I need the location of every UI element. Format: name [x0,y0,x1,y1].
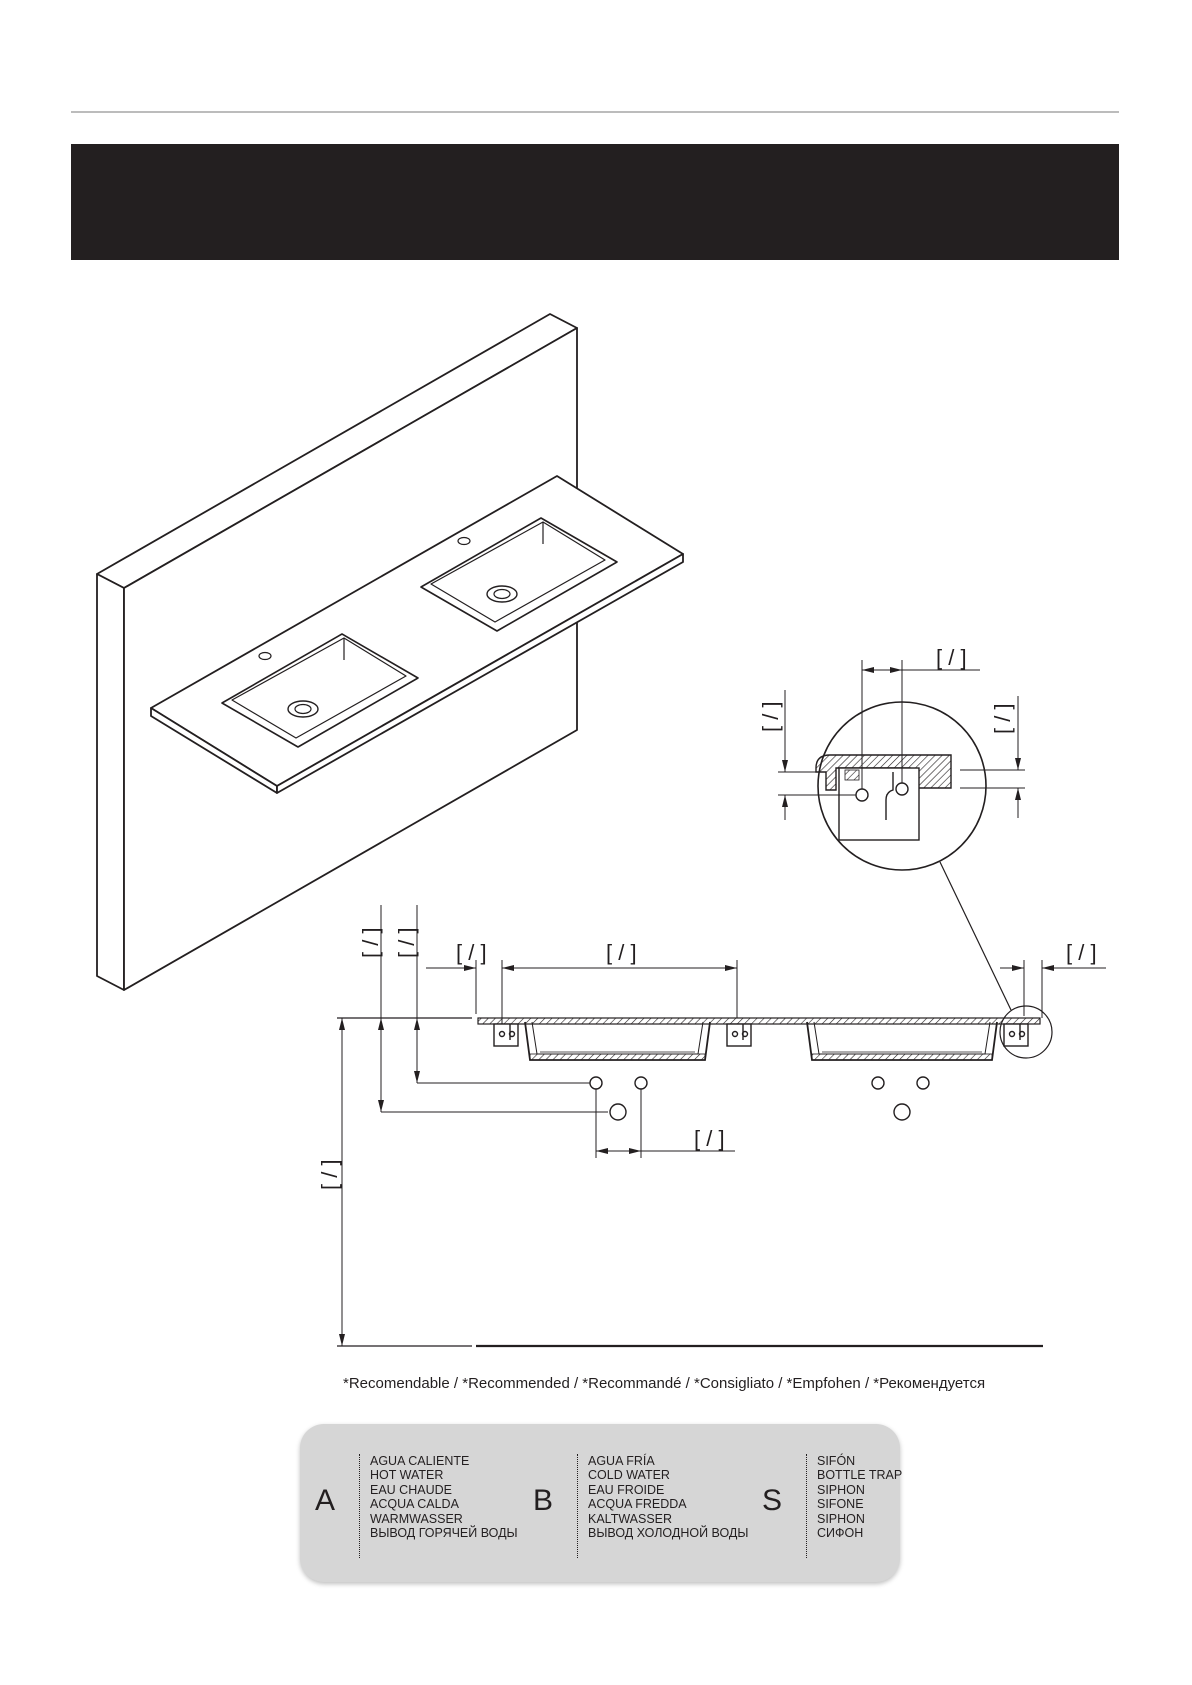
recommended-footnote: *Recomendable / *Recommended / *Recomman… [343,1375,986,1392]
legend-line: AGUA FRÍA [588,1454,655,1468]
legend-lines-b: AGUA FRÍA COLD WATER EAU FROIDE ACQUA FR… [577,1454,748,1558]
connection-markers-right [871,1076,930,1121]
detail-marker-circle [999,1005,1053,1059]
isometric-view [96,313,684,991]
legend-line: HOT WATER [370,1468,444,1483]
dim-label-detail-right: [ / ] [990,703,1015,734]
dim-label-edge-left: [ / ] [456,940,487,965]
legend-line: ACQUA FREDDA [588,1497,687,1512]
dim-label-total-height: [ / ] [317,1159,342,1190]
header-band [71,144,1119,260]
dim-label-basin-spacing: [ / ] [606,940,637,965]
legend-letter-b: B [533,1484,554,1517]
left-tap-hole [258,651,272,661]
legend-line: KALTWASSER [588,1511,673,1526]
dim-label-height-b: [ / ] [394,927,419,958]
bracket-middle [726,1023,752,1047]
legend-line: EAU CHAUDE [370,1482,452,1497]
legend-line: EAU FROIDE [588,1482,665,1497]
legend-line: ACQUA CALDA [370,1497,459,1512]
legend-line: SIPHON [817,1511,865,1526]
legend-line: COLD WATER [588,1468,670,1483]
legend-line: SIFONE [817,1497,864,1512]
legend-panel: A AGUA CALIENTE HOT WATER EAU CHAUDE ACQ… [300,1424,902,1582]
legend-letter-a: A [315,1484,336,1517]
dim-label-tap-spacing: [ / ] [694,1126,725,1151]
detail-view [778,660,1025,871]
left-basin [221,633,419,748]
legend-line: WARMWASSER [370,1511,463,1526]
legend-lines-a: AGUA CALIENTE HOT WATER EAU CHAUDE ACQUA… [359,1454,518,1558]
wall-panel-side [96,573,125,991]
legend-line: ВЫВОД ГОРЯЧЕЙ ВОДЫ [370,1526,518,1541]
top-rule [71,111,1119,113]
bracket-left [493,1023,519,1047]
dimension-labels: [ / ] [ / ] [ / ] [ / ] [ / ] [ / ] [ / … [317,645,1097,1190]
legend-line: SIPHON [817,1482,865,1497]
dim-label-detail-left: [ / ] [758,701,783,732]
dim-label-detail-top: [ / ] [936,645,967,670]
dim-label-height-a: [ / ] [358,927,383,958]
legend-line: AGUA CALIENTE [370,1454,470,1468]
legend-lines-s: SIFÓN BOTTLE TRAP SIPHON SIFONE SIPHON С… [806,1454,902,1558]
right-basin [420,517,618,632]
bracket-right [1003,1023,1029,1047]
legend-line: СИФОН [817,1526,864,1541]
dim-label-edge-right: [ / ] [1066,940,1097,965]
legend-line: ВЫВОД ХОЛОДНОЙ ВОДЫ [588,1526,749,1541]
legend-line: BOTTLE TRAP [817,1468,903,1483]
countertop-side [276,553,684,794]
legend-line: SIFÓN [817,1454,856,1468]
legend-letter-s: S [762,1484,783,1517]
right-tap-hole [457,536,471,546]
connection-markers-left [589,1076,648,1121]
section-view [337,861,1106,1348]
